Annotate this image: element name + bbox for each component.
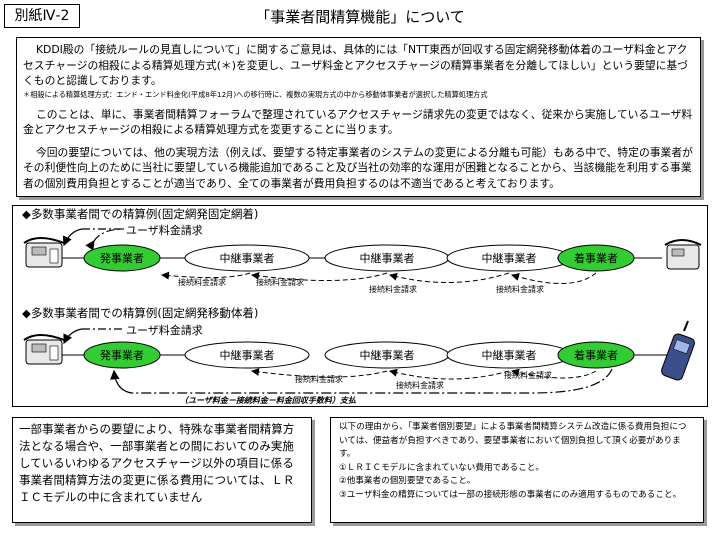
node-origin-1: 発事業者	[83, 244, 161, 272]
user-charge-label-1: ユーザ料金請求	[126, 223, 203, 237]
section2-title: ◆多数事業者間での精算例(固定網発移動体着)	[22, 306, 258, 320]
intro-paragraph-2: このことは、単に、事業者間精算フォーラムで整理されているアクセスチャージ請求先の…	[23, 107, 693, 137]
node-transit-2b: 中継事業者	[324, 341, 450, 369]
conn-charge-label-2b: 接続料金請求	[396, 380, 444, 390]
node-transit-1b: 中継事業者	[324, 244, 450, 272]
note-right-item-2: ②他事業者の個別要望であること。	[339, 476, 476, 486]
conn-charge-label-2c: 接続料金請求	[504, 370, 552, 380]
node-transit-2c: 中継事業者	[446, 341, 572, 369]
svg-text:中継事業者: 中継事業者	[482, 348, 537, 362]
svg-text:中継事業者: 中継事業者	[220, 251, 275, 265]
svg-text:発事業者: 発事業者	[100, 348, 144, 362]
intro-note: ＊相殺による精算処理方式：エンド・エンド料金化(平成8年12月)への移行時に、複…	[23, 89, 488, 99]
landline-phone-icon	[23, 334, 65, 365]
note-box-left: 一部事業者からの要望により、特殊な事業者間精算方法となる場合や、一部事業者との間…	[12, 417, 312, 523]
conn-charge-label-2a: 接続料金請求	[295, 374, 343, 384]
svg-text:中継事業者: 中継事業者	[482, 251, 537, 265]
note-box-right: 以下の理由から、「事業者個別要望」による事業者間精算システム改造に係る費用負担に…	[330, 417, 704, 523]
conn-charge-label-1c: 接続料金請求	[369, 284, 417, 294]
intro-paragraph-3: 今回の要望については、他の実現方法（例えば、要望する特定事業者のシステムの変更に…	[23, 145, 693, 190]
conn-charge-label-1b: 接続料金請求	[256, 277, 304, 287]
node-destination-1: 着事業者	[557, 244, 635, 272]
document-tag: 別紙Ⅳ-2	[4, 4, 80, 28]
node-transit-1c: 中継事業者	[446, 244, 572, 272]
node-transit-2a: 中継事業者	[184, 341, 310, 369]
svg-text:中継事業者: 中継事業者	[360, 251, 415, 265]
svg-text:中継事業者: 中継事業者	[220, 348, 275, 362]
svg-text:着事業者: 着事業者	[574, 251, 618, 265]
node-destination-2: 着事業者	[557, 341, 635, 369]
svg-text:着事業者: 着事業者	[574, 348, 618, 362]
intro-paragraph-1: KDDI殿の「接続ルールの見直しについて」に関するご意見は、具体的には「NTT東…	[23, 43, 688, 87]
landline-phone-icon	[23, 237, 65, 268]
conn-charge-label-1a: 接続料金請求	[178, 277, 226, 287]
settlement-diagram: ◆多数事業者間での精算例(固定網発固定網着) ユーザ料金請求 発事業者 中継事業…	[12, 205, 708, 407]
svg-text:中継事業者: 中継事業者	[360, 348, 415, 362]
node-transit-1a: 中継事業者	[184, 244, 310, 272]
node-origin-2: 発事業者	[83, 341, 161, 369]
offset-payment-label: （ユーザ料金－接続料金－料金回収手数料）支払	[180, 395, 356, 405]
conn-charge-label-1d: 接続料金請求	[496, 284, 544, 294]
note-right-item-1: ①ＬＲＩＣモデルに含まれていない費用であること。	[339, 462, 545, 473]
user-charge-label-2: ユーザ料金請求	[126, 323, 203, 337]
svg-text:発事業者: 発事業者	[100, 251, 144, 265]
note-right-lead: 以下の理由から、「事業者個別要望」による事業者間精算システム改造に係る費用負担に…	[339, 422, 687, 459]
section1-title: ◆多数事業者間での精算例(固定網発固定網着)	[22, 207, 258, 221]
intro-box: KDDI殿の「接続ルールの見直しについて」に関するご意見は、具体的には「NTT東…	[16, 37, 701, 197]
note-right-item-3: ③ユーザ料金の精算については一部の接続形態の事業者にのみ適用するものであること。	[339, 489, 682, 500]
mobile-phone-icon	[661, 320, 695, 381]
page-title: 「事業者間精算機能」について	[255, 8, 465, 26]
landline-phone-icon	[664, 239, 702, 270]
